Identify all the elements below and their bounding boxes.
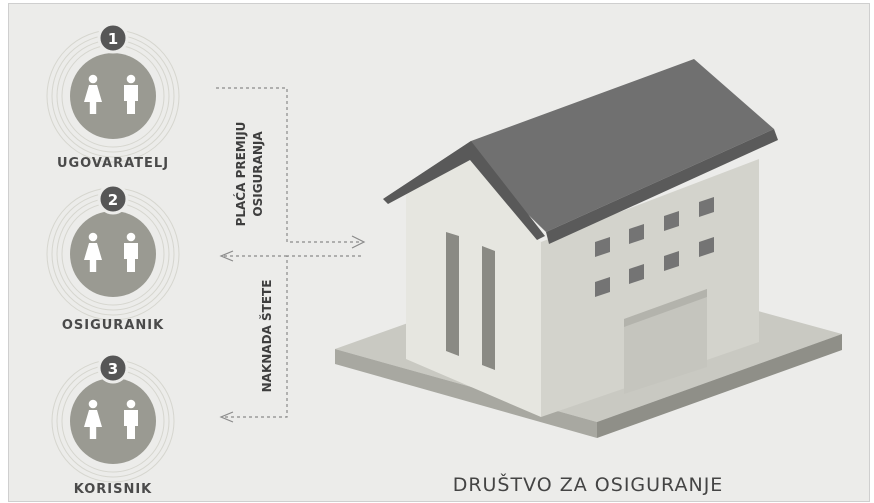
role-number: 3 bbox=[108, 360, 118, 378]
company-title: DRUŠTVO ZA OSIGURANJE bbox=[453, 472, 724, 496]
claim-flow-arrow bbox=[223, 255, 361, 418]
premium-label-line1: PLAĆA PREMIJU bbox=[233, 122, 248, 227]
gable-wall bbox=[406, 152, 541, 417]
base-right bbox=[597, 334, 842, 438]
role-label: OSIGURANIK bbox=[62, 318, 164, 333]
arrow-head-left bbox=[219, 250, 234, 262]
tall-window bbox=[482, 246, 495, 370]
premium-label: PLAĆA PREMIJU OSIGURANJA bbox=[233, 122, 265, 227]
claim-label-text: NAKNADA ŠTETE bbox=[259, 280, 274, 393]
roof-edge bbox=[383, 141, 545, 240]
tall-window bbox=[446, 232, 459, 356]
premium-label-line2: OSIGURANJA bbox=[251, 131, 265, 217]
role-number: 2 bbox=[108, 191, 118, 209]
role-label: KORISNIK bbox=[74, 482, 153, 497]
role-circle bbox=[70, 211, 156, 297]
role-circle bbox=[70, 53, 156, 139]
claim-label: NAKNADA ŠTETE bbox=[259, 280, 274, 393]
role-1: 1 UGOVARATELJ bbox=[46, 22, 180, 171]
number-badge bbox=[97, 22, 129, 54]
insurance-company-building bbox=[335, 59, 842, 438]
role-circle bbox=[70, 378, 156, 464]
number-badge bbox=[97, 352, 129, 384]
role-label: UGOVARATELJ bbox=[57, 156, 169, 171]
role-2: 2 OSIGURANIK bbox=[46, 183, 180, 333]
base-left bbox=[335, 349, 597, 438]
garage-lintel bbox=[624, 289, 707, 327]
roof bbox=[383, 59, 774, 232]
insurance-diagram: 1 UGOVARATELJ 2 OSIGURANIK 3 KORISNIK bbox=[8, 3, 870, 502]
arrow-head-right bbox=[351, 235, 366, 249]
role-3: 3 KORISNIK bbox=[51, 352, 175, 497]
arrow-head-left bbox=[219, 411, 234, 423]
diagram-canvas: 1 UGOVARATELJ 2 OSIGURANIK 3 KORISNIK bbox=[46, 22, 842, 497]
roof-fascia bbox=[546, 129, 778, 244]
number-badge bbox=[97, 183, 129, 215]
role-number: 1 bbox=[108, 30, 118, 48]
side-windows bbox=[595, 197, 714, 297]
